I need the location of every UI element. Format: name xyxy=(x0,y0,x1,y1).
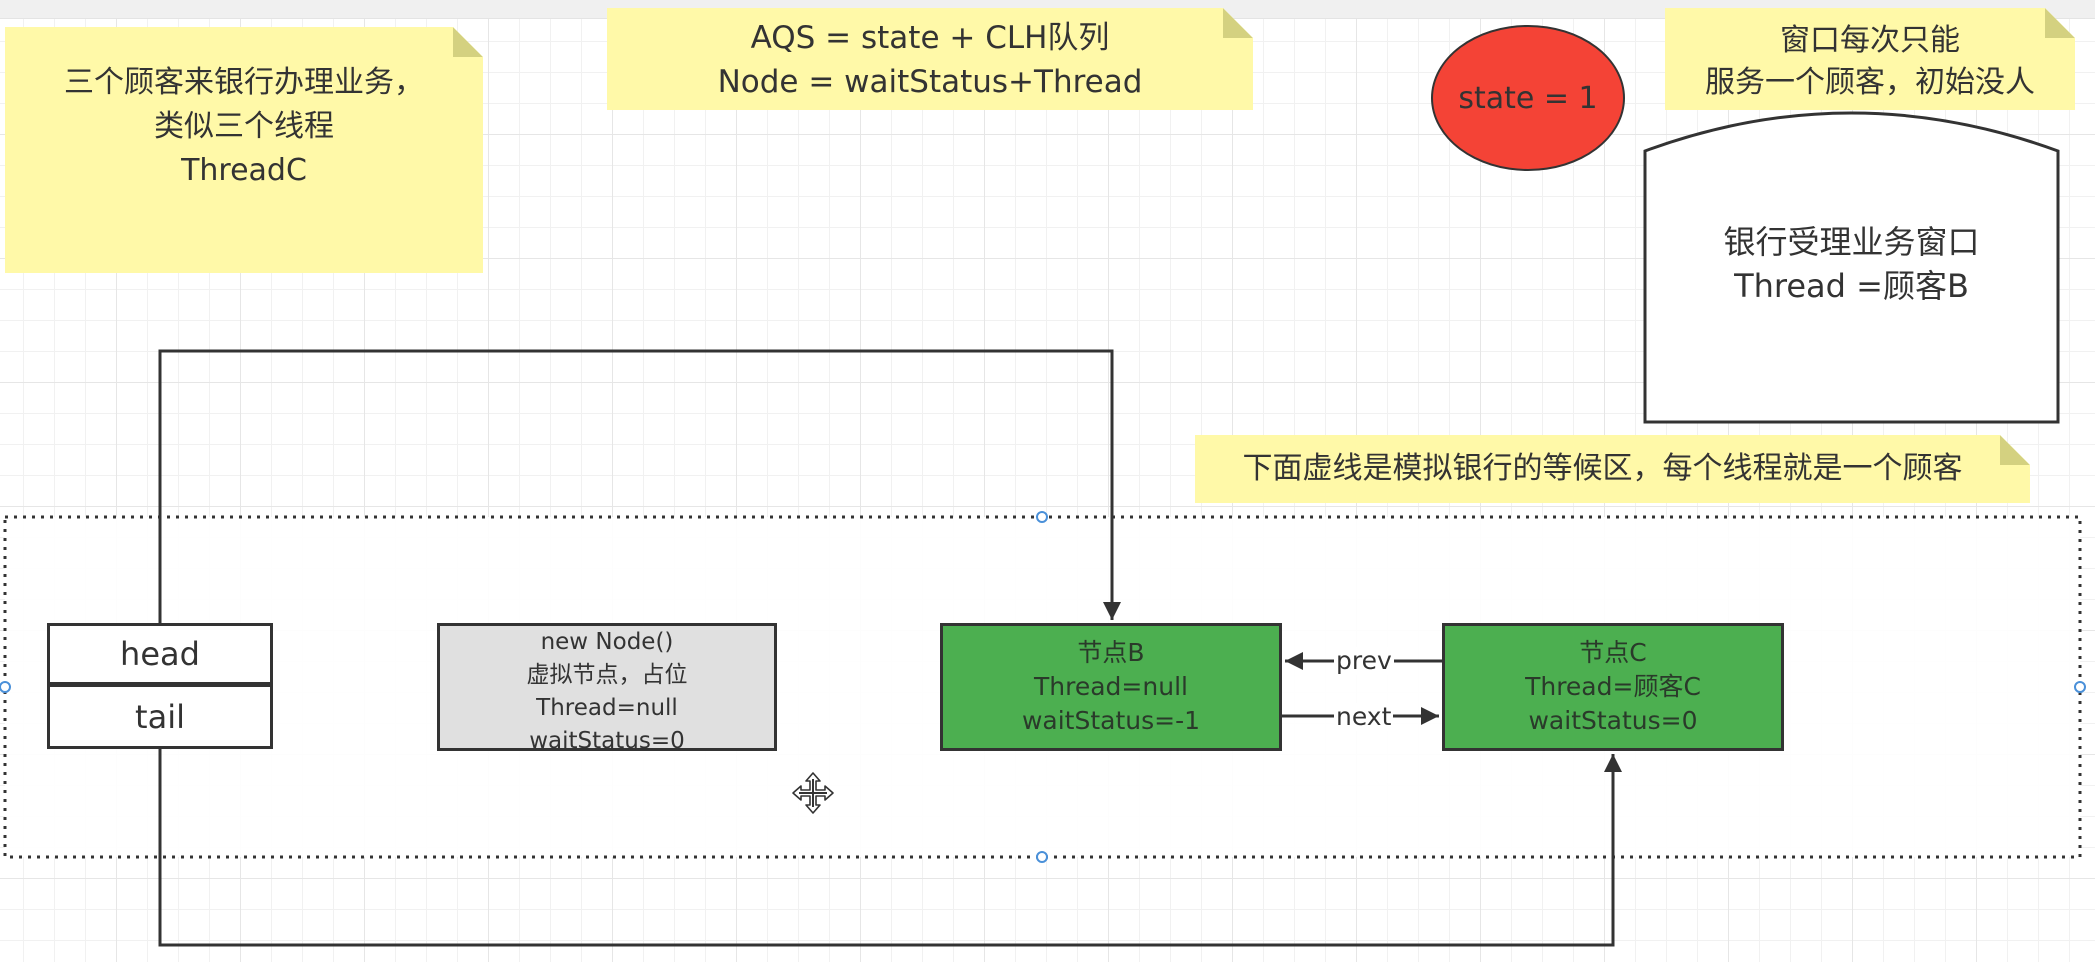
node-line: Thread=null xyxy=(1034,672,1188,701)
head-to-node-b-edge[interactable] xyxy=(158,349,1121,623)
note-line: 服务一个顾客，初始没人 xyxy=(1705,65,2035,100)
node-line: waitStatus=0 xyxy=(529,728,685,754)
dummy-node[interactable]: new Node() 虚拟节点，占位 Thread=null waitStatu… xyxy=(437,623,777,754)
move-cursor-icon xyxy=(792,772,834,814)
note-line: ThreadC xyxy=(181,153,307,188)
note-window-rule[interactable]: 窗口每次只能 服务一个顾客，初始没人 xyxy=(1665,8,2075,110)
tail-to-node-c-edge[interactable] xyxy=(158,749,1622,947)
note-line: 下面虚线是模拟银行的等候区，每个线程就是一个顾客 xyxy=(1242,451,1963,486)
service-window-label: 银行受理业务窗口 Thread =顾客B xyxy=(1645,220,2058,308)
node-c[interactable]: 节点C Thread=顾客C waitStatus=0 xyxy=(1442,623,1784,751)
state-label: state = 1 xyxy=(1458,80,1598,116)
resize-handle-bottom[interactable] xyxy=(1036,851,1048,863)
node-line: 节点B xyxy=(1077,638,1145,667)
tail-pointer[interactable]: tail xyxy=(47,685,273,749)
node-line: new Node() xyxy=(540,629,674,655)
head-pointer[interactable]: head xyxy=(47,623,273,687)
service-window-line: Thread =顾客B xyxy=(1734,267,1969,305)
tail-label: tail xyxy=(135,697,185,736)
prev-edge-label: prev xyxy=(1334,646,1394,675)
node-line: Thread=顾客C xyxy=(1525,672,1701,701)
resize-handle-left[interactable] xyxy=(0,681,11,693)
service-window-line: 银行受理业务窗口 xyxy=(1723,223,1980,261)
node-line: waitStatus=-1 xyxy=(1021,706,1201,735)
resize-handle-right[interactable] xyxy=(2074,681,2086,693)
resize-handle-top[interactable] xyxy=(1036,511,1048,523)
note-line: 三个顾客来银行办理业务， xyxy=(64,65,424,100)
note-aqs-definition[interactable]: AQS = state + CLH队列 Node = waitStatus+Th… xyxy=(607,8,1253,110)
head-label: head xyxy=(120,635,200,673)
next-edge-label: next xyxy=(1334,702,1394,731)
note-line: 窗口每次只能 xyxy=(1780,23,1960,58)
service-window-shape[interactable] xyxy=(1643,111,2060,424)
node-line: Thread=null xyxy=(536,695,678,721)
note-line: Node = waitStatus+Thread xyxy=(717,64,1143,100)
node-line: 节点C xyxy=(1579,638,1647,667)
note-line: AQS = state + CLH队列 xyxy=(750,20,1110,56)
state-indicator[interactable]: state = 1 xyxy=(1431,25,1625,171)
node-b[interactable]: 节点B Thread=null waitStatus=-1 xyxy=(940,623,1282,751)
note-line: 类似三个线程 xyxy=(154,109,334,144)
note-customers[interactable]: 三个顾客来银行办理业务， 类似三个线程 ThreadC xyxy=(5,27,483,273)
note-waiting-area[interactable]: 下面虚线是模拟银行的等候区，每个线程就是一个顾客 xyxy=(1195,435,2030,503)
node-line: 虚拟节点，占位 xyxy=(526,662,688,688)
node-line: waitStatus=0 xyxy=(1528,706,1698,735)
